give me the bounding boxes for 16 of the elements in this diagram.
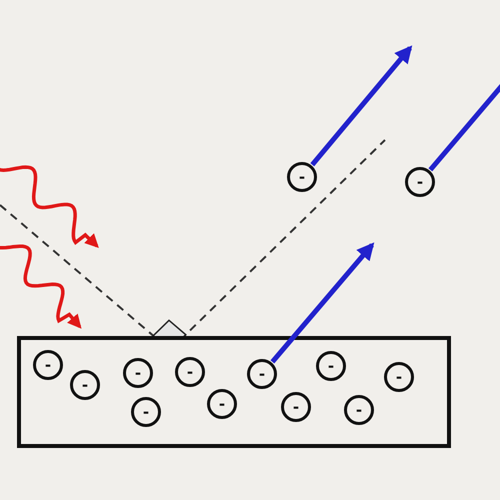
electron-circle: - bbox=[316, 351, 346, 381]
electron-circle: - bbox=[287, 162, 317, 192]
electron-circle: - bbox=[344, 395, 374, 425]
electron-circle: - bbox=[123, 358, 153, 388]
electron-path-arrow bbox=[270, 242, 374, 364]
electron-circle: - bbox=[281, 392, 311, 422]
electron-circle: - bbox=[405, 167, 435, 197]
electron-circle: - bbox=[131, 397, 161, 427]
electron-circle: - bbox=[384, 362, 414, 392]
electron-path-arrow bbox=[310, 45, 412, 166]
electron-circle: - bbox=[207, 389, 237, 419]
electron-circle: - bbox=[175, 357, 205, 387]
metal-plate bbox=[17, 336, 451, 448]
electron-circle: - bbox=[70, 370, 100, 400]
electron-circle: - bbox=[247, 359, 277, 389]
electron-circle: - bbox=[33, 350, 63, 380]
